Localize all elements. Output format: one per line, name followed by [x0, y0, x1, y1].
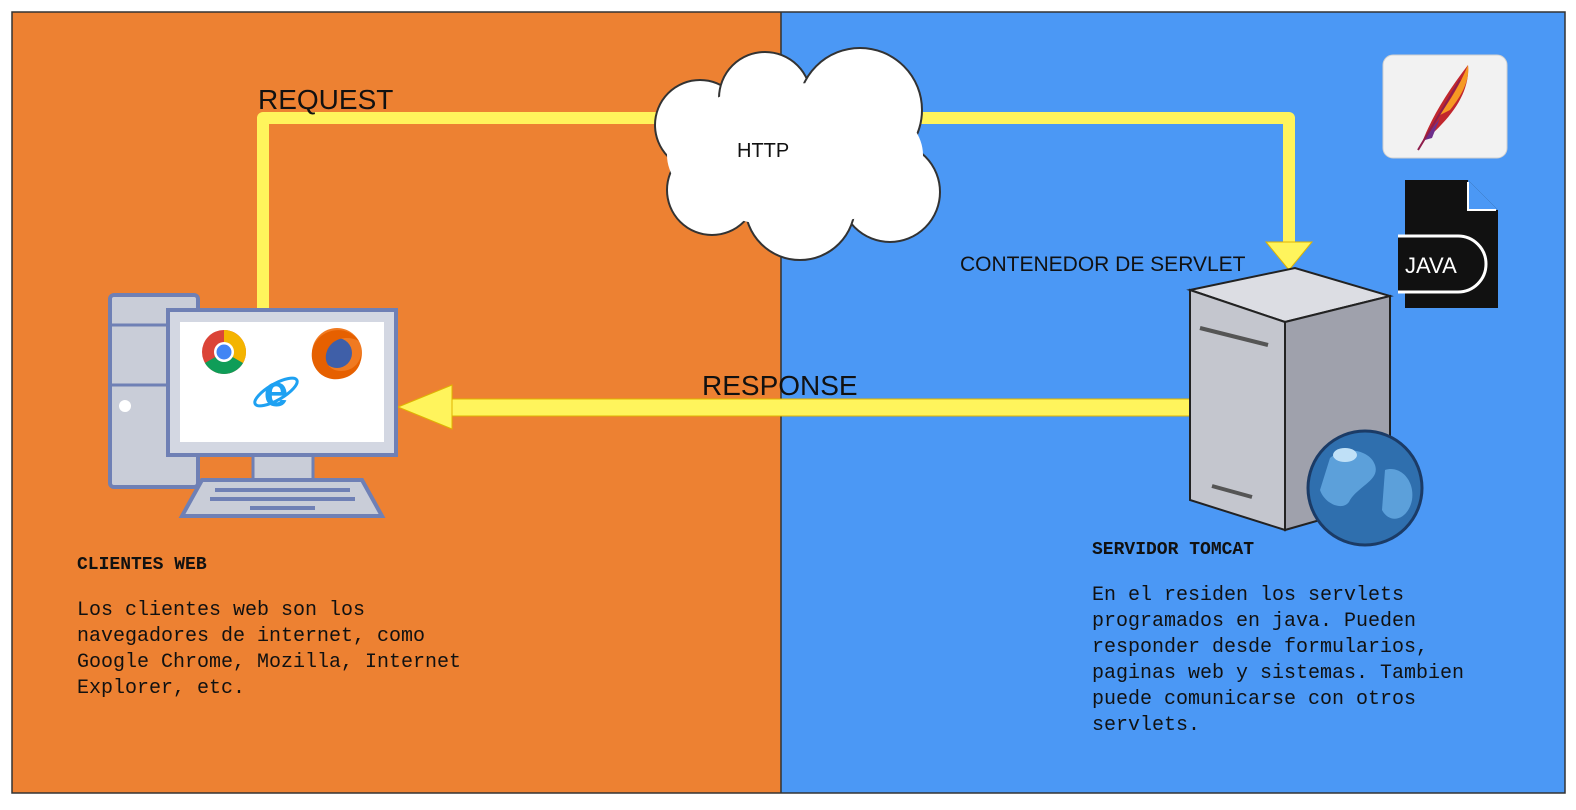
firefox-icon	[311, 328, 362, 380]
chrome-icon	[202, 330, 246, 374]
globe-icon	[1306, 429, 1424, 547]
desktop-computer-icon	[108, 293, 398, 518]
internet-explorer-icon: e	[253, 367, 299, 416]
svg-text:e: e	[264, 367, 288, 416]
request-arrowhead	[1264, 241, 1314, 271]
client-title: CLIENTES WEB	[77, 555, 207, 575]
server-title: SERVIDOR TOMCAT	[1092, 540, 1255, 560]
request-label: REQUEST	[258, 84, 394, 115]
server-description: En el residen los servlets programados e…	[1092, 584, 1465, 737]
http-label: HTTP	[737, 140, 790, 162]
servlet-container-label: CONTENEDOR DE SERVLET	[960, 253, 1246, 276]
apache-feather-icon	[1382, 54, 1508, 159]
response-label: RESPONSE	[702, 370, 858, 401]
java-icon-text: JAVA	[1405, 253, 1457, 278]
diagram-border	[11, 11, 1566, 794]
java-file-icon	[1398, 180, 1498, 308]
response-arrowhead	[396, 384, 453, 430]
client-description: Los clientes web son los navegadores de …	[77, 599, 462, 700]
